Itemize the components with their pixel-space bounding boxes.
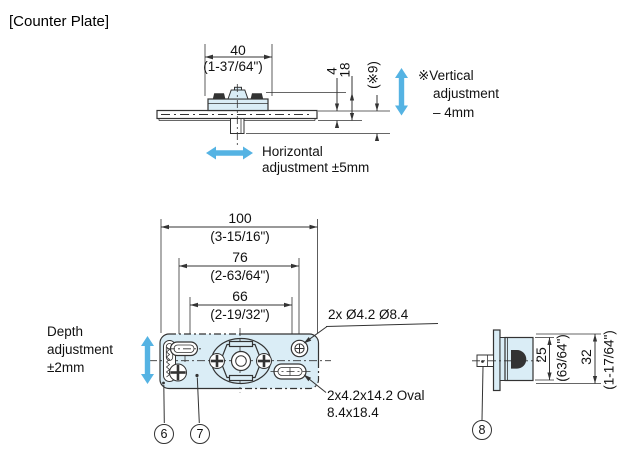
top-view-drawing (156, 44, 408, 160)
callout-6-number: 6 (160, 427, 168, 441)
side-view-drawing (472, 329, 601, 421)
plan-view-drawing (141, 219, 439, 424)
dim-18: 18 (337, 62, 353, 78)
dim-100-inch: (3-15/16") (210, 229, 270, 244)
oval-spec-label-line1: 2x4.2x14.2 Oval (327, 388, 425, 403)
hole-spec-label: 2x Ø4.2 Ø8.4 (328, 307, 409, 322)
dim-25-inch: (63/64") (554, 334, 570, 382)
horizontal-adjust-arrow-icon (206, 146, 253, 160)
dim-25-mm: 25 (533, 347, 549, 363)
dim-40-inch: (1-37/64") (203, 59, 263, 74)
vertical-adjust-note-line2: adjustment (433, 86, 500, 101)
depth-adjust-note-line1: Depth (47, 324, 84, 339)
depth-adjust-note-line2: adjustment (47, 342, 114, 357)
depth-adjust-arrow-icon (141, 336, 154, 384)
vertical-adjust-note-line3: – 4mm (433, 105, 475, 120)
dim-32-inch: (1-17/64") (601, 330, 617, 390)
dim-100-mm: 100 (228, 210, 252, 226)
callout-6: 6 (154, 424, 174, 444)
callout-7-number: 7 (196, 427, 204, 441)
callout-8-number: 8 (478, 423, 486, 437)
dim-66-inch: (2-19/32") (210, 307, 270, 322)
vertical-adjust-arrow-icon (395, 68, 408, 116)
dim-76-inch: (2-63/64") (210, 268, 270, 283)
dim-9-ref: (※9) (365, 61, 381, 89)
dim-32-mm: 32 (578, 349, 594, 365)
dim-40-mm: 40 (230, 42, 246, 58)
drawing-title: [Counter Plate] (9, 13, 110, 30)
horizontal-adjust-note-line2: adjustment ±5mm (262, 160, 370, 175)
horizontal-adjust-note-line1: Horizontal (262, 144, 323, 159)
dim-76-mm: 76 (232, 249, 248, 265)
dim-66-mm: 66 (232, 288, 248, 304)
callout-8: 8 (472, 420, 492, 440)
callout-7: 7 (190, 424, 210, 444)
vertical-adjust-note-line1: ※Vertical (418, 68, 474, 83)
depth-adjust-note-line3: ±2mm (47, 360, 85, 375)
oval-spec-label-line2: 8.4x18.4 (327, 405, 379, 420)
